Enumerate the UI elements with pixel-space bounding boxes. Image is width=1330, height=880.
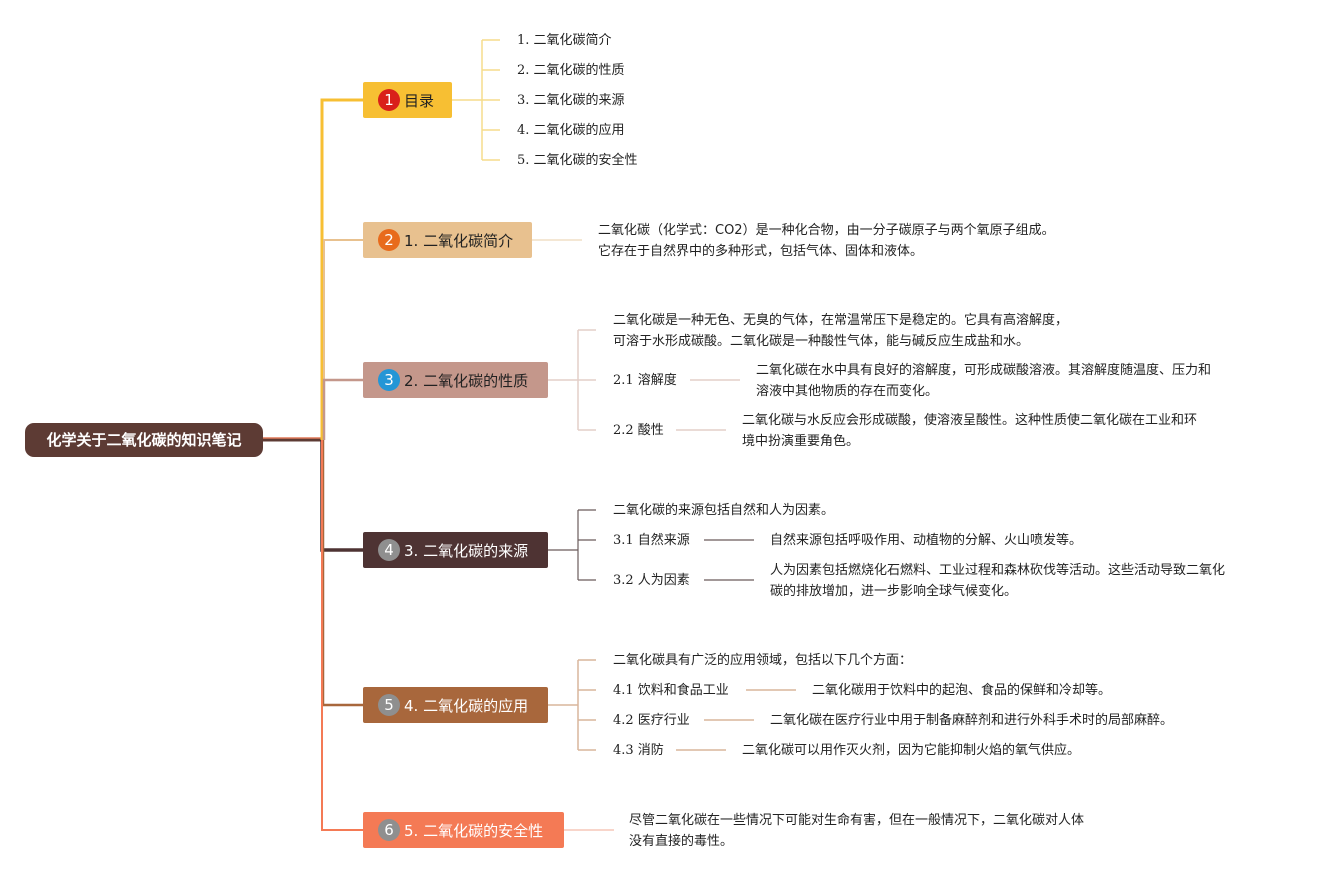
topic-sources-label: 3. 二氧化碳的来源 <box>404 541 529 560</box>
sources-human-label[interactable]: 3.2 人为因素 <box>613 573 690 588</box>
badge-5: 5 <box>378 694 400 716</box>
badge-6: 6 <box>378 819 400 841</box>
sources-human-line1: 人为因素包括燃烧化石燃料、工业过程和森林砍伐等活动。这些活动导致二氧化 <box>770 563 1226 578</box>
topic-properties[interactable]: 3 2. 二氧化碳的性质 <box>363 362 548 398</box>
root-node[interactable]: 化学关于二氧化碳的知识笔记 <box>25 423 263 457</box>
badge-2: 2 <box>378 229 400 251</box>
intro-text-line2: 它存在于自然界中的多种形式，包括气体、固体和液体。 <box>598 244 924 259</box>
toc-item[interactable]: 3. 二氧化碳的来源 <box>517 93 625 108</box>
props-solubility-line1: 二氧化碳在水中具有良好的溶解度，可形成碳酸溶液。其溶解度随温度、压力和 <box>756 363 1212 378</box>
badge-4: 4 <box>378 539 400 561</box>
topic-safety-label: 5. 二氧化碳的安全性 <box>404 821 544 840</box>
badge-3: 3 <box>378 369 400 391</box>
safety-line1: 尽管二氧化碳在一些情况下可能对生命有害，但在一般情况下，二氧化碳对人体 <box>629 813 1085 828</box>
apps-medical-label[interactable]: 4.2 医疗行业 <box>613 713 690 728</box>
intro-text-line1: 二氧化碳（化学式：CO2）是一种化合物，由一分子碳原子与两个氧原子组成。 <box>598 223 1055 238</box>
safety-line2: 没有直接的毒性。 <box>629 834 734 849</box>
toc-item[interactable]: 5. 二氧化碳的安全性 <box>517 153 638 168</box>
apps-fire-label[interactable]: 4.3 消防 <box>613 743 664 758</box>
badge-1: 1 <box>378 89 400 111</box>
props-main-line2: 可溶于水形成碳酸。二氧化碳是一种酸性气体，能与碱反应生成盐和水。 <box>613 334 1030 349</box>
sources-natural-label[interactable]: 3.1 自然来源 <box>613 533 690 548</box>
props-acidity-label[interactable]: 2.2 酸性 <box>613 423 664 438</box>
topic-sources[interactable]: 4 3. 二氧化碳的来源 <box>363 532 548 568</box>
props-acidity-line1: 二氧化碳与水反应会形成碳酸，使溶液呈酸性。这种性质使二氧化碳在工业和环 <box>742 413 1198 428</box>
topic-intro-label: 1. 二氧化碳简介 <box>404 231 514 250</box>
apps-fire-text: 二氧化碳可以用作灭火剂，因为它能抑制火焰的氧气供应。 <box>742 743 1081 758</box>
apps-food-label[interactable]: 4.1 饮料和食品工业 <box>613 683 729 698</box>
topic-safety[interactable]: 6 5. 二氧化碳的安全性 <box>363 812 564 848</box>
apps-medical-text: 二氧化碳在医疗行业中用于制备麻醉剂和进行外科手术时的局部麻醉。 <box>770 713 1174 728</box>
topic-applications-label: 4. 二氧化碳的应用 <box>404 696 529 715</box>
topic-toc[interactable]: 1 目录 <box>363 82 452 118</box>
toc-item[interactable]: 2. 二氧化碳的性质 <box>517 63 625 78</box>
apps-main: 二氧化碳具有广泛的应用领域，包括以下几个方面： <box>613 653 913 668</box>
props-acidity-line2: 境中扮演重要角色。 <box>742 434 860 449</box>
sources-natural-text: 自然来源包括呼吸作用、动植物的分解、火山喷发等。 <box>770 533 1083 548</box>
topic-intro[interactable]: 2 1. 二氧化碳简介 <box>363 222 532 258</box>
topic-toc-label: 目录 <box>404 91 435 110</box>
toc-item[interactable]: 4. 二氧化碳的应用 <box>517 123 625 138</box>
props-main-line1: 二氧化碳是一种无色、无臭的气体，在常温常压下是稳定的。它具有高溶解度， <box>613 313 1069 328</box>
topic-properties-label: 2. 二氧化碳的性质 <box>404 371 529 390</box>
props-solubility-line2: 溶液中其他物质的存在而变化。 <box>756 384 939 399</box>
props-solubility-label[interactable]: 2.1 溶解度 <box>613 373 677 388</box>
sources-human-line2: 碳的排放增加，进一步影响全球气候变化。 <box>770 584 1018 599</box>
sources-main: 二氧化碳的来源包括自然和人为因素。 <box>613 503 835 518</box>
topic-applications[interactable]: 5 4. 二氧化碳的应用 <box>363 687 548 723</box>
toc-item[interactable]: 1. 二氧化碳简介 <box>517 33 612 48</box>
apps-food-text: 二氧化碳用于饮料中的起泡、食品的保鲜和冷却等。 <box>812 683 1112 698</box>
